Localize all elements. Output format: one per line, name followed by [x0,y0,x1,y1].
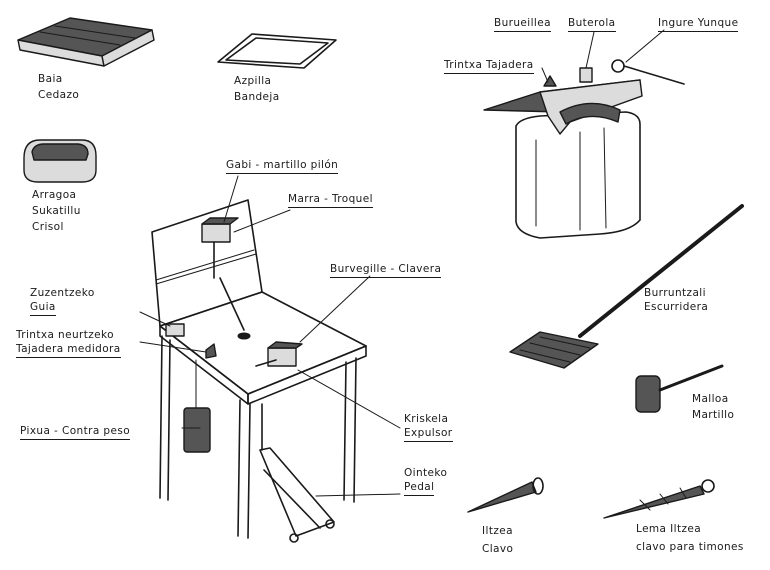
anvil-drawing [483,29,685,239]
label-trintxa-tajadera: Trintxa Tajadera [444,58,534,74]
label-clavo: Clavo [482,543,514,555]
crucible-drawing [23,139,97,183]
label-ointeko: Ointeko [404,467,448,479]
label-burvegille: Burvegille - Clavera [330,262,442,278]
label-sukatillu: Sukatillu [32,205,81,217]
label-marra: Marra - Troquel [288,192,373,208]
label-bandeja: Bandeja [234,91,280,103]
label-zuzentzeko: Zuzentzeko [30,287,95,299]
label-baia: Baia [38,73,63,85]
skimmer-drawing [509,204,744,369]
sieve-box-drawing [17,17,155,67]
nail-machine-drawing [151,199,367,543]
label-lema-iltzea: Lema Iltzea [636,523,702,535]
label-escurridera: Escurridera [644,301,709,313]
label-kriskela: Kriskela [404,413,449,425]
label-tajadera-medidora: Tajadera medidora [16,342,121,358]
label-pedal: Pedal [404,480,435,496]
label-buterola: Buterola [568,16,616,32]
label-malloa: Malloa [692,393,729,405]
label-clavo-para-timones: clavo para timones [636,541,744,553]
nail-drawing [467,477,544,513]
label-crisol: Crisol [32,221,64,233]
label-martillo: Martillo [692,409,735,421]
machine-leader-lines [139,175,401,497]
tray-drawing [217,33,337,69]
label-azpilla: Azpilla [234,75,272,87]
label-expulsor: Expulsor [404,426,453,442]
label-arragoa: Arragoa [32,189,77,201]
rudder-nail-drawing [603,479,715,519]
label-pixua: Pixua - Contra peso [20,424,131,440]
mallet-drawing [635,364,724,413]
label-ingure-yunque: Ingure Yunque [658,16,739,32]
label-burueillea: Burueillea [494,16,551,32]
label-gabi: Gabi - martillo pilón [226,158,339,174]
label-guia: Guia [30,300,56,316]
label-trintxa-neurtzeko: Trintxa neurtzeko [16,329,114,341]
label-burruntzali: Burruntzali [644,287,706,299]
label-iltzea: Iltzea [482,525,513,537]
label-cedazo: Cedazo [38,89,80,101]
